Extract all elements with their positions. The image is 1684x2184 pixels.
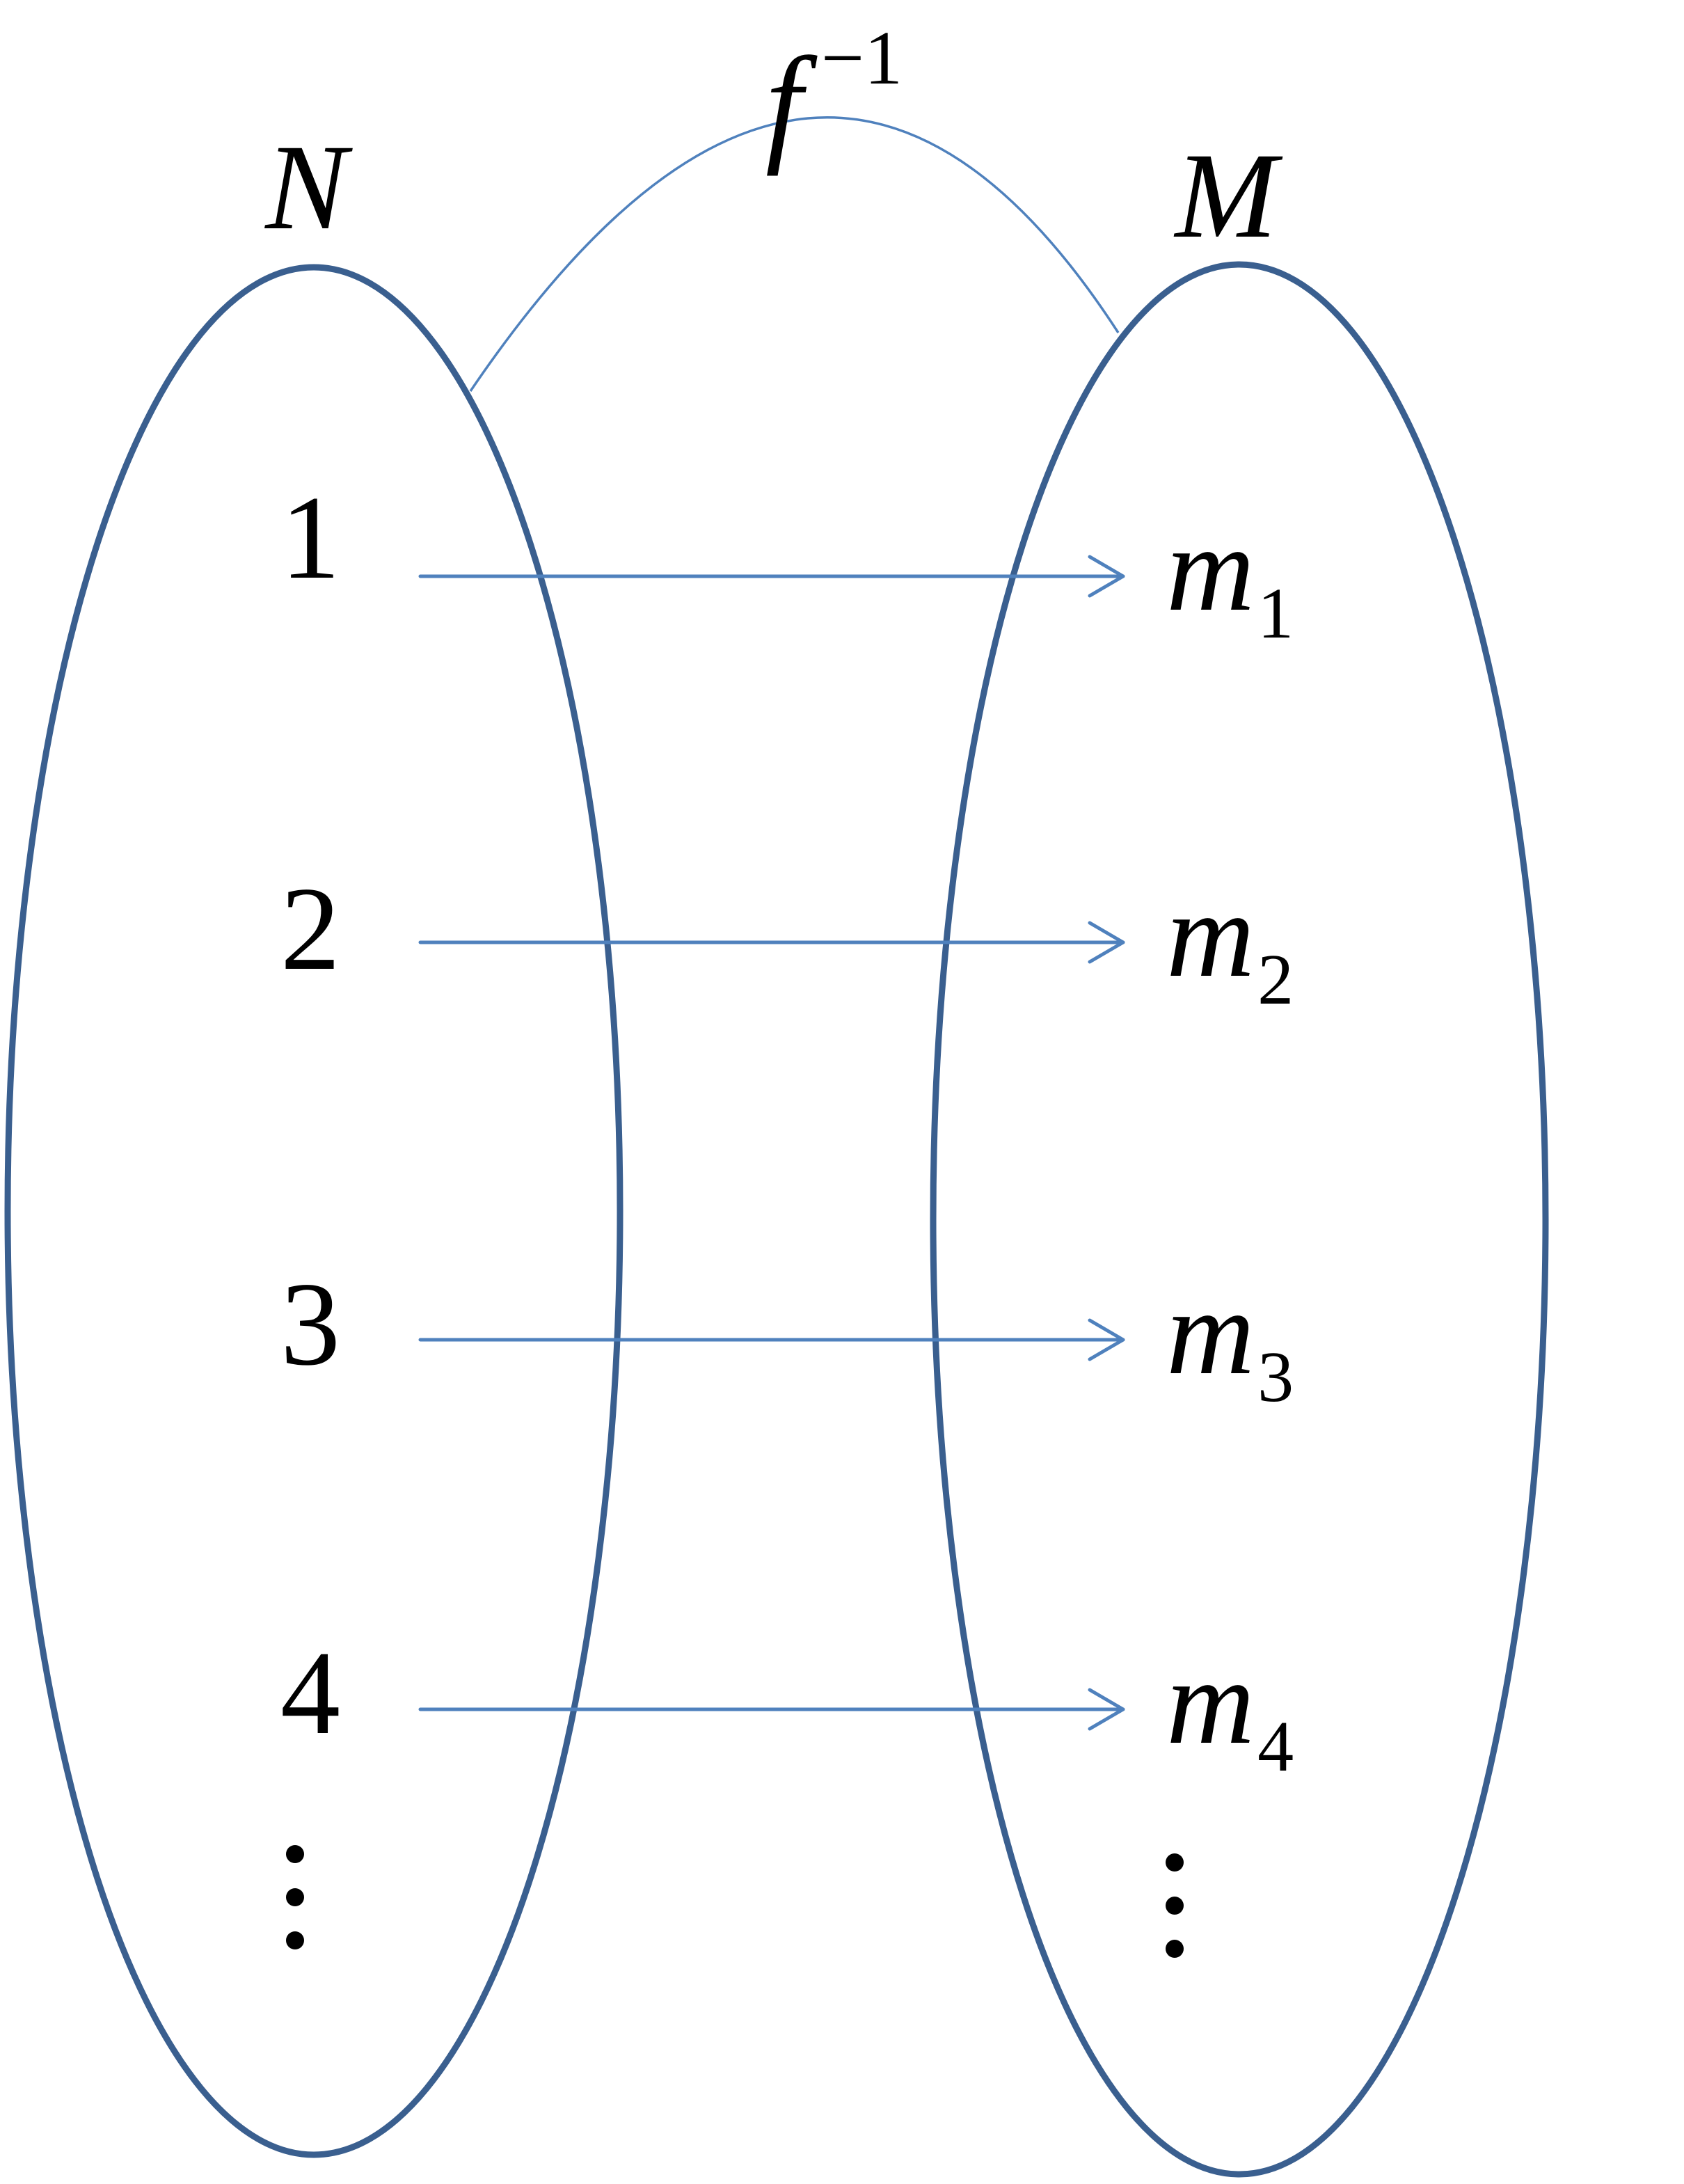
codomain-element-subscript: 4 (1257, 1707, 1294, 1787)
mapping-arrowhead-4 (1088, 1688, 1125, 1731)
mapping-label: f (765, 31, 818, 177)
codomain-element-m2: m2 (1166, 867, 1294, 1020)
codomain-element-base: m (1166, 1634, 1255, 1770)
set-m-label: M (1173, 128, 1283, 264)
continuation-dot-3 (286, 1931, 304, 1949)
continuation-dot-3 (1166, 1940, 1184, 1958)
mapping-superscript: −1 (821, 15, 903, 100)
domain-element-2: 2 (280, 863, 340, 995)
mapping-arrows (418, 555, 1125, 1731)
codomain-element-subscript: 1 (1257, 573, 1294, 654)
set-m-outline (930, 261, 1549, 2178)
mapping-arrowhead-1 (1088, 555, 1125, 598)
mapping-arrowhead-2 (1088, 921, 1125, 964)
codomain-element-subscript: 2 (1257, 940, 1294, 1020)
codomain-element-base: m (1166, 867, 1255, 1003)
domain-element-4: 4 (280, 1627, 340, 1759)
set-n-label: N (264, 120, 353, 255)
codomain-element-m1: m1 (1166, 501, 1294, 654)
continuation-dot-1 (286, 1845, 304, 1863)
set-n-outline (4, 264, 623, 2158)
domain-continuation-dots (286, 1845, 304, 1949)
continuation-dot-2 (1166, 1897, 1184, 1915)
domain-element-3: 3 (280, 1258, 340, 1391)
mapping-arrowhead-3 (1088, 1318, 1125, 1361)
domain-element-1: 1 (280, 472, 340, 604)
codomain-element-base: m (1166, 1265, 1255, 1400)
domain-elements: 1 2 3 4 (280, 472, 340, 1759)
codomain-element-subscript: 3 (1257, 1337, 1294, 1417)
codomain-continuation-dots (1166, 1853, 1184, 1958)
continuation-dot-1 (1166, 1853, 1184, 1872)
codomain-element-m3: m3 (1166, 1265, 1294, 1417)
mapping-name: f (765, 31, 818, 177)
mapping-arc (469, 116, 1120, 392)
codomain-element-base: m (1166, 501, 1255, 637)
codomain-element-m4: m4 (1166, 1634, 1294, 1787)
continuation-dot-2 (286, 1888, 304, 1906)
